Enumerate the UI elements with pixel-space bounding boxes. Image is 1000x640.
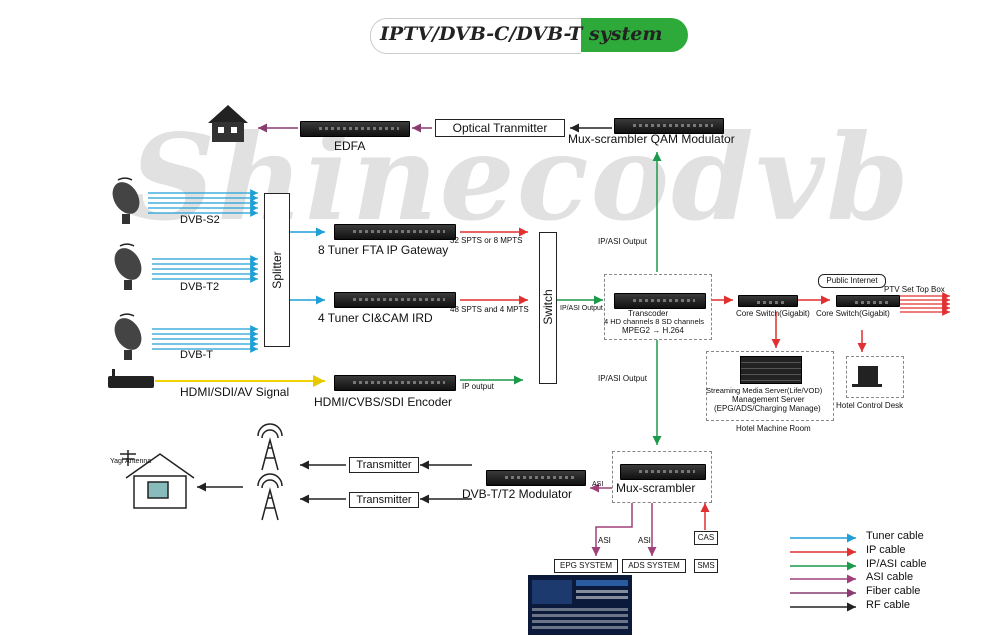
control-desk-area (846, 356, 904, 398)
qam-modulator-label: Mux-scrambler QAM Modulator (568, 132, 735, 146)
tower-icon (257, 473, 283, 521)
legend-item: RF cable (866, 599, 911, 611)
splitter-box: Splitter (264, 193, 290, 347)
yagi-antenna-label: Yagi Antenna (110, 458, 152, 465)
title-banner: IPTV/DVB-C/DVB-T system (370, 18, 688, 54)
encoder-device (334, 375, 456, 391)
ird-output-label: 48 SPTS and 4 MPTS (450, 305, 529, 314)
satellite-dish-icon (112, 177, 140, 224)
switch-box: Switch (539, 232, 557, 384)
legend-item: Fiber cable (866, 585, 921, 597)
transcoder-label: Transcoder (628, 309, 669, 318)
splitter-label: Splitter (270, 251, 284, 289)
legend-item: Tuner cable (866, 530, 924, 542)
mux-scrambler-area (612, 451, 712, 503)
mux-scrambler-label: Mux-scrambler (616, 481, 696, 495)
asi-label-ads: ASI (638, 536, 651, 545)
ird-label: 4 Tuner CI&CAM IRD (318, 311, 433, 325)
epg-system-box: EPG SYSTEM (554, 559, 618, 573)
tower-icon (257, 423, 283, 471)
source-label-dvbt: DVB-T (180, 349, 213, 361)
encoder-label: HDMI/CVBS/SDI Encoder (314, 395, 453, 409)
streaming-server-label: Streaming Media Server(Life/VOD) (706, 386, 823, 395)
dvbt-modulator-label: DVB-T/T2 Modulator (462, 487, 573, 501)
transcoder-codec: MPEG2 → H.264 (622, 326, 684, 335)
edfa-label: EDFA (334, 139, 366, 153)
sms-box: SMS (694, 559, 718, 573)
core-switch-2-label: Core Switch(Gigabit) (816, 309, 890, 318)
legend-item: ASI cable (866, 571, 914, 583)
cas-box: CAS (694, 531, 718, 545)
management-functions-label: (EPG/ADS/Charging Manage) (714, 404, 821, 413)
machine-room-area (706, 351, 834, 421)
ip-gateway-device (334, 224, 456, 240)
switch-label: Switch (541, 289, 555, 325)
core-switch-2-device (836, 295, 900, 307)
transcoder-device (614, 293, 706, 309)
tuner-bundle-dvbs2 (148, 189, 258, 217)
server-rack-icon (740, 356, 802, 384)
public-internet-badge: Public Internet (818, 274, 886, 288)
asi-label-modulator: ASI (592, 481, 604, 488)
page-title: IPTV/DVB-C/DVB-T system (380, 23, 663, 45)
ads-system-box: ADS SYSTEM (622, 559, 686, 573)
transmitter-box-1: Transmitter (349, 457, 419, 473)
satellite-dish-icon (114, 313, 142, 360)
transcoder-channels: 4 HD channels 8 SD channels (604, 317, 705, 326)
house-icon (208, 105, 248, 142)
media-player-icon (108, 369, 154, 388)
source-label-hdmi: HDMI/SDI/AV Signal (180, 385, 290, 399)
legend-item: IP/ASI cable (866, 558, 927, 570)
tuner-bundle-dvbt2 (152, 255, 258, 283)
ipasi-output-label-top: IP/ASI Output (598, 237, 647, 246)
transmitter-box-2: Transmitter (349, 492, 419, 508)
legend-item: IP cable (866, 544, 906, 556)
stb-lines (900, 292, 950, 316)
tuner-bundle-dvbt (152, 325, 258, 353)
desk-operator-icon (852, 366, 882, 387)
edfa-device (300, 121, 410, 137)
satellite-dish-icon (114, 243, 142, 290)
qam-modulator-device (614, 118, 724, 134)
asi-label-epg: ASI (598, 536, 611, 545)
transcoder-area (604, 274, 712, 340)
control-desk-label: Hotel Control Desk (836, 401, 904, 410)
ip-gateway-label: 8 Tuner FTA IP Gateway (318, 243, 449, 257)
title-white-tab (370, 18, 581, 54)
mux-to-epg (591, 503, 633, 556)
management-server-label: Management Server (732, 395, 805, 404)
source-label-dvbt2: DVB-T2 (180, 281, 220, 293)
epg-screen-image (528, 575, 632, 635)
gateway-output-label: 32 SPTS or 8 MPTS (450, 236, 523, 245)
stb-label: PTV Set Top Box (884, 285, 945, 294)
ird-device (334, 292, 456, 308)
core-switch-1-device (738, 295, 798, 307)
encoder-output-label: IP output (462, 382, 494, 391)
optical-transmitter-box: Optical Tranmitter (435, 119, 565, 137)
ipasi-output-label-switch: IP/ASI Output (560, 305, 603, 312)
ipasi-output-label-bottom: IP/ASI Output (598, 374, 647, 383)
receiving-house-icon (120, 450, 195, 509)
dvbt-modulator-device (486, 470, 586, 486)
mux-scrambler-device (620, 464, 706, 480)
source-label-dvbs2: DVB-S2 (180, 214, 220, 226)
core-switch-1-label: Core Switch(Gigabit) (736, 309, 810, 318)
machine-room-label: Hotel Machine Room (736, 424, 811, 433)
